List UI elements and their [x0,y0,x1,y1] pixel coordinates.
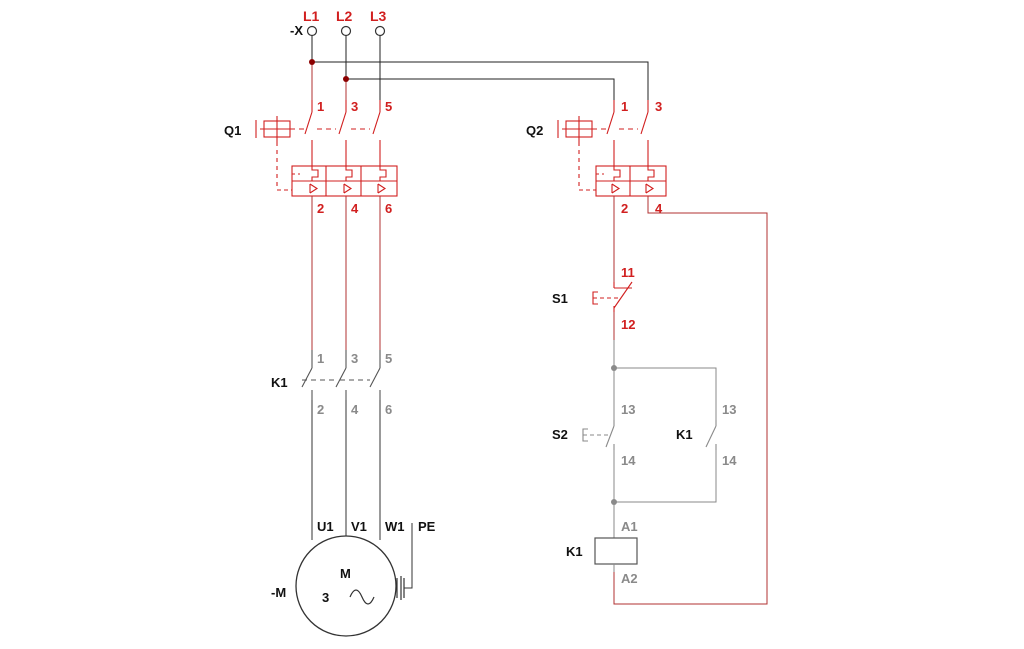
s1-pin-12: 12 [621,317,635,332]
q1-pin-2: 2 [317,201,324,216]
motor-m: U1 V1 W1 PE M 3 -M [271,519,436,637]
q2-label: Q2 [526,123,543,138]
motor-leads [311,400,413,589]
k1-coil-label: K1 [566,544,583,559]
s2-label: S2 [552,427,568,442]
k1-aux-label: K1 [676,427,693,442]
q1-label: Q1 [224,123,241,138]
motor-terminal-w1: W1 [385,519,405,534]
s2-pin-13: 13 [621,402,635,417]
q1-pin-4: 4 [351,201,359,216]
contactor-k1-main: K1 1 3 5 2 4 6 [271,350,392,417]
junction-bottom-holding [611,499,617,505]
junction-top-holding [611,365,617,371]
terminal-label-l3: L3 [370,8,387,24]
terminal-label-l2: L2 [336,8,353,24]
q2-pin-3: 3 [655,99,662,114]
coil-symbol [594,537,638,565]
k1-main-pin-4: 4 [351,402,359,417]
start-button-s2: S2 13 14 [552,402,636,468]
motor-phases: 3 [322,590,329,605]
q1-pin-3: 3 [351,99,358,114]
motor-terminal-u1: U1 [317,519,334,534]
terminal-l1 [306,25,318,37]
junction-l2 [343,76,349,82]
s1-label: S1 [552,291,568,306]
k1-main-pin-2: 2 [317,402,324,417]
q1-feed-wires [311,62,347,100]
q2-pin-2: 2 [621,201,628,216]
terminal-l2 [340,25,352,37]
contactor-k1-coil: K1 A1 A2 [566,519,638,586]
junction-l1 [309,59,315,65]
k1-coil-pin-a1: A1 [621,519,638,534]
motor-terminal-pe: PE [418,519,436,534]
motor-terminal-v1: V1 [351,519,367,534]
ground-symbol [396,576,405,600]
q1-pin-1: 1 [317,99,324,114]
motor-letter: M [340,566,351,581]
breaker-q1: Q1 [224,99,398,216]
supply-wires [311,36,649,100]
k1-aux-pin-13: 13 [722,402,736,417]
k1-main-pin-5: 5 [385,351,392,366]
contactor-k1-aux: K1 13 14 [676,402,737,468]
q1-pin-5: 5 [385,99,392,114]
q2-pin-4: 4 [655,201,663,216]
power-wires-q1-k1 [311,196,381,350]
k1-main-pin-3: 3 [351,351,358,366]
ac-wave-icon [349,589,375,605]
k1-coil-pin-a2: A2 [621,571,638,586]
breaker-q2: Q2 1 3 2 [526,99,667,216]
k1-main-label: K1 [271,375,288,390]
terminal-l3 [374,25,386,37]
k1-aux-pin-14: 14 [722,453,737,468]
s1-pin-11: 11 [621,265,635,280]
stop-button-s1: S1 11 12 [552,265,635,332]
terminal-strip-label: -X [290,23,303,38]
terminal-label-l1: L1 [303,8,320,24]
motor-symbol [295,535,397,637]
q2-pin-1: 1 [621,99,628,114]
s2-pin-14: 14 [621,453,636,468]
control-wires-grey [613,340,717,538]
k1-main-pin-1: 1 [317,351,324,366]
supply-terminals: -X L1 L2 L3 [290,8,387,38]
q1-pin-6: 6 [385,201,392,216]
motor-label: -M [271,585,286,600]
control-wires-red [613,196,768,605]
k1-main-pin-6: 6 [385,402,392,417]
